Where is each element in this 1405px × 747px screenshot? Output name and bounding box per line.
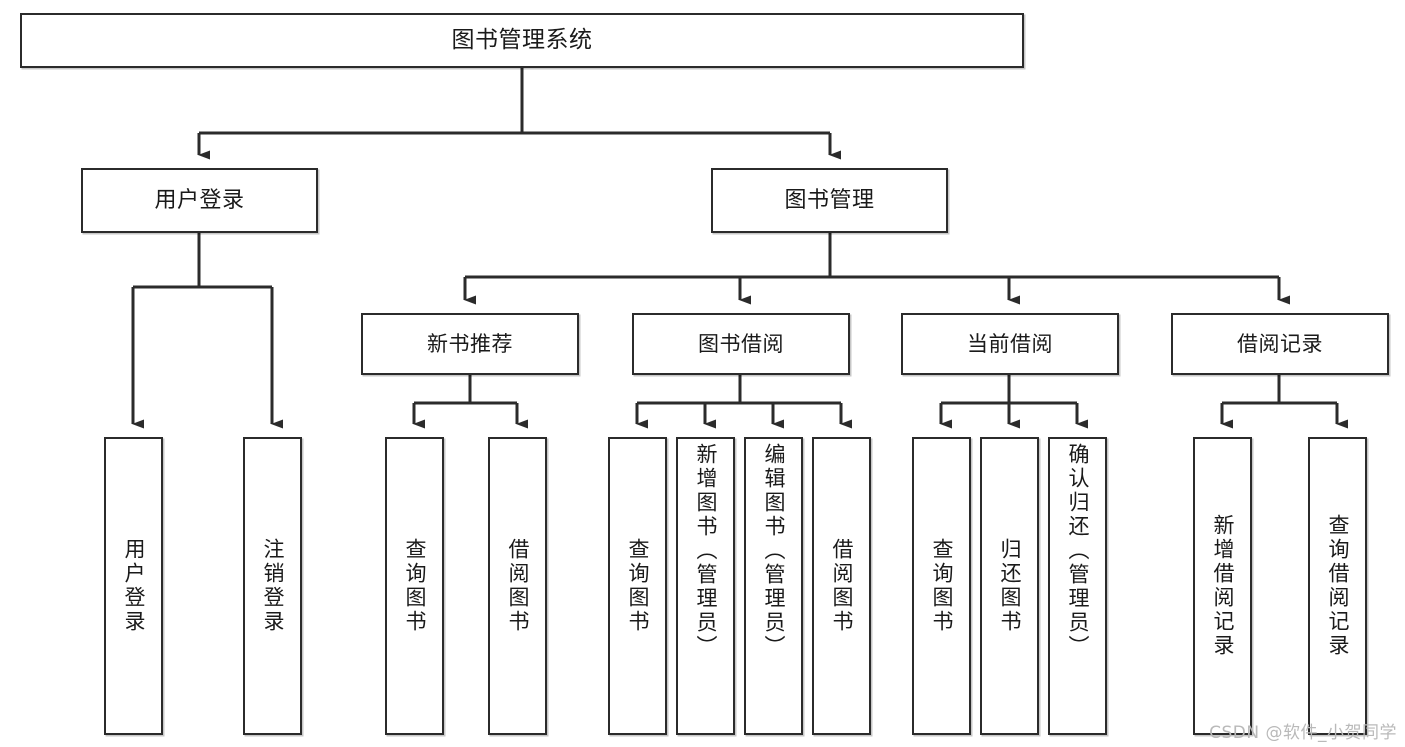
leaf-current-confirm-return-admin[interactable]: 确认归还（管理员） [1048, 437, 1107, 735]
node-label: 查询借阅记录 [1326, 514, 1350, 658]
csdn-watermark: CSDN @软件_小贺同学 [1209, 723, 1397, 743]
node-label: 图书借阅 [698, 331, 784, 356]
node-label: 图书管理系统 [451, 26, 593, 53]
leaf-recommend-query-book[interactable]: 查询图书 [385, 437, 444, 735]
node-label: 新增图书（管理员） [694, 443, 718, 659]
leaf-borrow-add-book-admin[interactable]: 新增图书（管理员） [676, 437, 735, 735]
node-book-borrow[interactable]: 图书借阅 [632, 313, 850, 375]
node-label: 图书管理 [784, 187, 875, 213]
node-label: 借阅图书 [830, 538, 854, 634]
node-borrow-record[interactable]: 借阅记录 [1171, 313, 1389, 375]
node-label: 借阅图书 [506, 538, 530, 634]
node-label: 归还图书 [998, 538, 1022, 634]
node-root-book-management-system[interactable]: 图书管理系统 [20, 13, 1024, 68]
leaf-user-login-signout[interactable]: 注销登录 [243, 437, 302, 735]
leaf-borrow-borrow-book[interactable]: 借阅图书 [812, 437, 871, 735]
node-label: 查询图书 [403, 538, 427, 634]
leaf-current-query-book[interactable]: 查询图书 [912, 437, 971, 735]
leaf-current-return-book[interactable]: 归还图书 [980, 437, 1039, 735]
node-label: 确认归还（管理员） [1066, 443, 1090, 659]
leaf-record-add-borrow-record[interactable]: 新增借阅记录 [1193, 437, 1252, 735]
node-book-management[interactable]: 图书管理 [711, 168, 948, 233]
node-label: 查询图书 [626, 538, 650, 634]
node-label: 当前借阅 [967, 331, 1053, 356]
node-user-login[interactable]: 用户登录 [81, 168, 318, 233]
leaf-borrow-edit-book-admin[interactable]: 编辑图书（管理员） [744, 437, 803, 735]
node-label: 新书推荐 [427, 331, 513, 356]
leaf-recommend-borrow-book[interactable]: 借阅图书 [488, 437, 547, 735]
node-label: 用户登录 [122, 538, 146, 634]
node-label: 新增借阅记录 [1211, 514, 1235, 658]
node-label: 借阅记录 [1237, 331, 1323, 356]
leaf-record-query-borrow-record[interactable]: 查询借阅记录 [1308, 437, 1367, 735]
node-label: 查询图书 [930, 538, 954, 634]
node-label: 注销登录 [261, 538, 285, 634]
node-current-borrow[interactable]: 当前借阅 [901, 313, 1119, 375]
node-label: 用户登录 [154, 187, 245, 213]
leaf-user-login-signin[interactable]: 用户登录 [104, 437, 163, 735]
node-label: 编辑图书（管理员） [762, 443, 786, 659]
node-new-book-recommend[interactable]: 新书推荐 [361, 313, 579, 375]
leaf-borrow-query-book[interactable]: 查询图书 [608, 437, 667, 735]
